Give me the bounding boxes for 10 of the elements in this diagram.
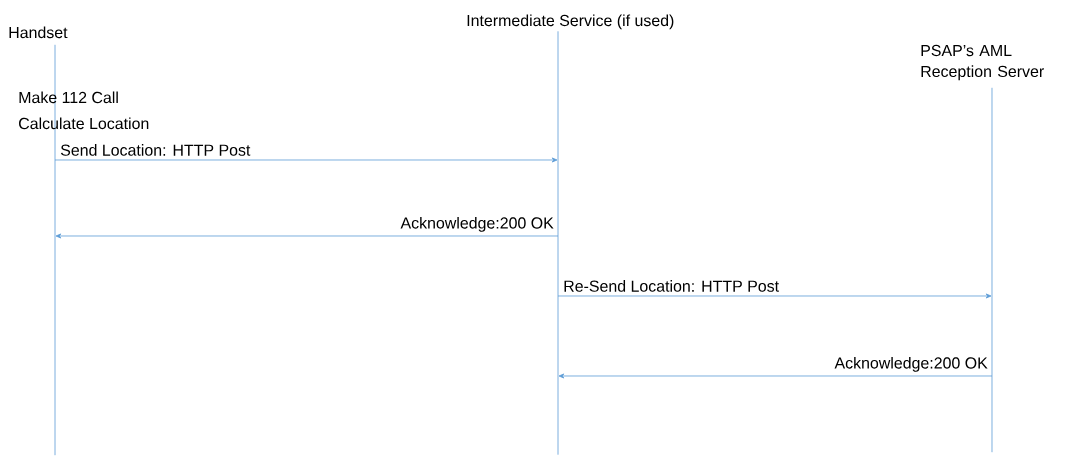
message-arrow (54, 157, 558, 163)
message-arrow (557, 293, 992, 299)
edge-label: Acknowledge:200 OK (399, 215, 555, 233)
step-note: Make 112 Call (19, 91, 118, 104)
edge-label: Re-Send Location: HTTP Post (562, 279, 781, 293)
edge-label: Acknowledge:200 OK (833, 355, 989, 373)
message-arrow (558, 373, 993, 379)
message-arrow (55, 233, 559, 239)
step-note: Calculate Location (19, 117, 149, 130)
edge-label: Send Location: HTTP Post (59, 143, 252, 157)
